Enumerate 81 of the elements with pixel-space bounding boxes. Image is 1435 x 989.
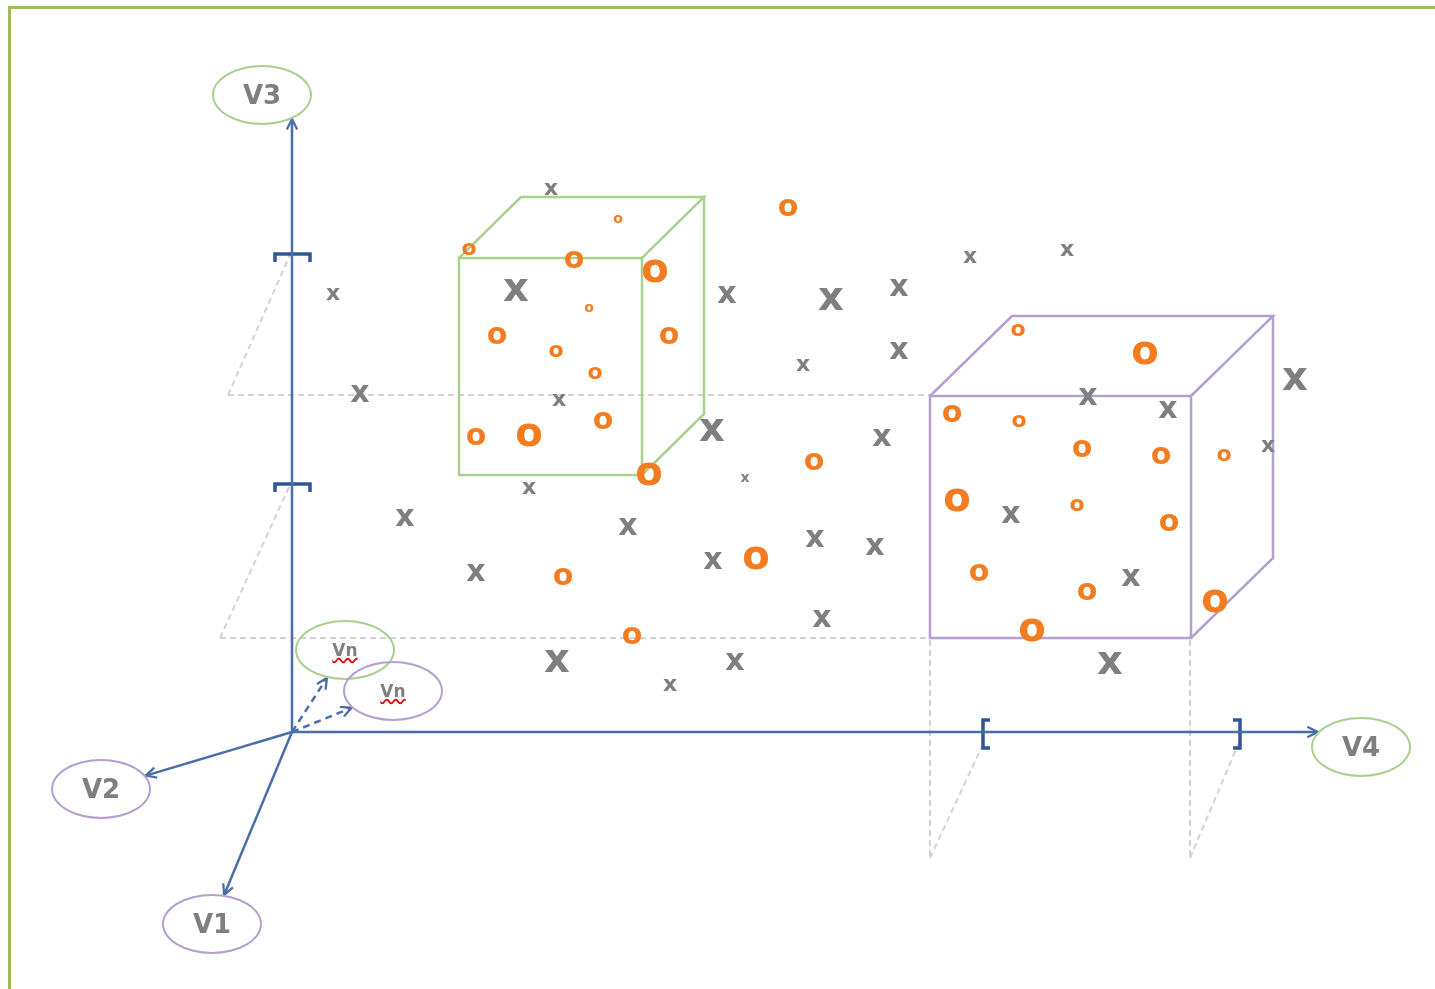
point-marker: x [812,602,832,632]
ellipse-node [51,759,151,819]
point-marker: o [1216,443,1232,465]
point-marker: x [889,271,909,301]
point-marker: o [1150,439,1172,469]
point-marker: o [1018,607,1046,647]
point-marker: o [587,361,603,383]
point-marker: x [1158,393,1178,423]
ellipse-node [162,894,262,954]
point-marker: o [1011,409,1027,431]
point-marker: x [350,377,370,407]
node-label: Vn [380,681,406,701]
arrow [222,731,294,897]
point-marker: o [968,556,990,586]
point-marker: x [543,177,559,199]
point-marker: o [552,560,574,590]
point-marker: o [1076,575,1098,605]
ellipse-node [1311,717,1411,777]
point-marker: x [544,638,570,678]
point-marker: o [941,397,963,427]
node-label: V1 [192,909,232,939]
point-marker: o [515,412,543,452]
point-marker: x [1282,356,1308,396]
point-marker: o [461,237,477,259]
ellipse-node [295,620,395,680]
point-marker: x [662,673,678,695]
point-marker: x [551,388,567,410]
point-marker: o [613,211,623,225]
point-marker: o [486,319,508,349]
point-marker: x [1001,498,1021,528]
point-marker: x [872,421,892,451]
ellipse-node [343,661,443,721]
point-marker: x [1097,640,1123,680]
point-marker: x [805,522,825,552]
point-marker: x [725,645,745,675]
point-marker: o [1010,318,1026,340]
point-marker: o [1201,578,1229,618]
point-marker: o [465,420,487,450]
point-marker: x [818,276,844,316]
point-marker: x [395,501,415,531]
point-marker: x [325,282,341,304]
point-marker: x [962,245,978,267]
point-marker: o [803,445,825,475]
point-marker: o [563,243,585,273]
point-marker: o [592,404,614,434]
point-marker: o [1071,432,1093,462]
point-marker: o [641,248,669,288]
point-marker: x [865,530,885,560]
dashed-arrow [291,705,353,734]
point-marker: x [717,278,737,308]
point-marker: o [584,300,594,314]
arrow [144,730,293,779]
point-marker: o [742,535,770,575]
point-marker: x [503,267,529,307]
point-marker: o [621,619,643,649]
node-label: V2 [81,774,121,804]
point-marker: o [777,191,799,221]
point-marker: x [795,353,811,375]
point-marker: x [618,510,638,540]
node-label: V3 [242,80,282,110]
dashed-arrow [290,676,329,733]
node-label: V4 [1341,732,1381,762]
ellipse-node [212,65,312,125]
point-marker: x [466,556,486,586]
arrow [285,117,299,732]
point-marker: x [1059,238,1075,260]
arrow [292,725,1319,739]
point-marker: o [1158,506,1180,536]
point-marker: x [521,476,537,498]
point-marker: o [635,451,663,491]
point-marker: o [1069,493,1085,515]
point-marker: o [658,319,680,349]
point-marker: x [699,407,725,447]
point-marker: o [548,339,564,361]
point-marker: x [703,544,723,574]
point-marker: o [943,477,971,517]
node-label: Vn [332,640,358,660]
point-marker: x [1121,561,1141,591]
point-marker: o [1131,330,1159,370]
point-marker: x [740,470,750,484]
point-marker: x [889,334,909,364]
